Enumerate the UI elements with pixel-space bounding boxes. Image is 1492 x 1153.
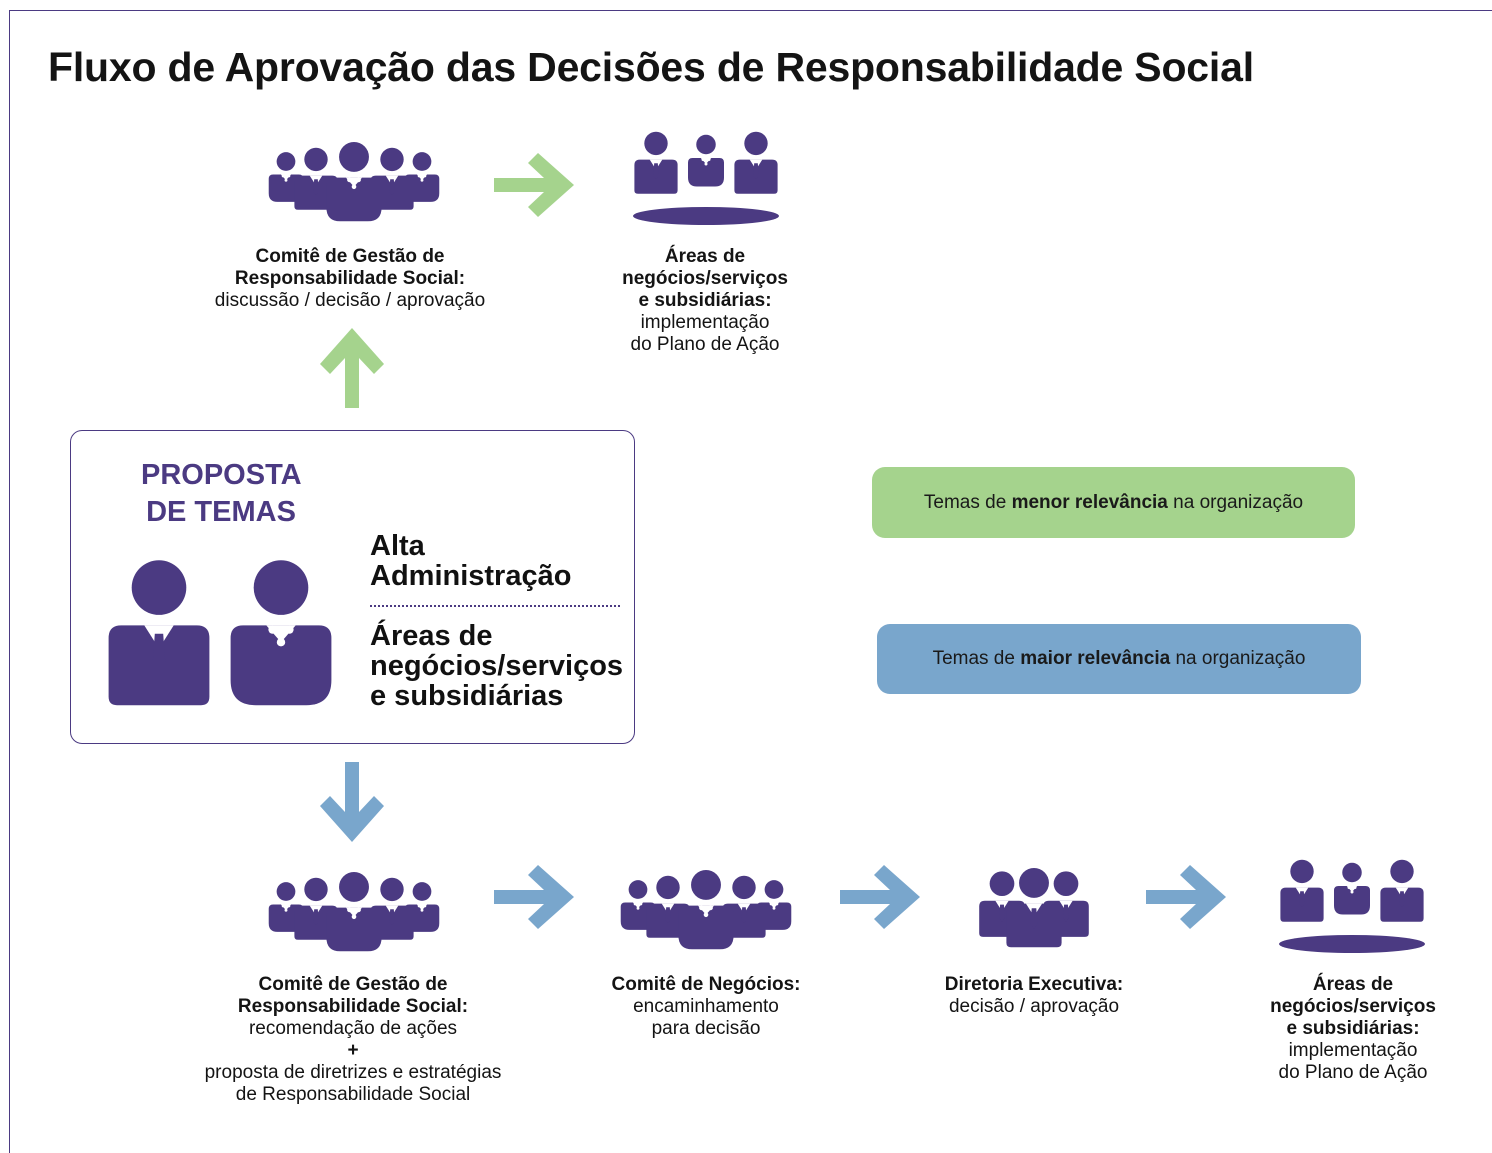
caption-line: implementação [640,312,770,333]
caption-bold-line: Diretoria Executiva: [944,974,1124,995]
legend-higher-relevance: Temas de maior relevância na organização [877,624,1361,694]
business-committee-caption: Comitê de Negócios: encaminhamento para … [590,974,822,1040]
group-of-three-people-icon [966,858,1106,958]
caption-bold-line: e subsidiárias: [638,290,772,311]
caption-bold-line: negócios/serviços [1270,996,1436,1017]
bottom-areas-caption: Áreas de negócios/serviços e subsidiária… [1248,974,1458,1084]
caption-line: do Plano de Ação [630,334,780,355]
arrow-up-green-icon [320,328,384,408]
caption-bold-line: Comitê de Gestão de [258,974,448,995]
plus-sign: + [347,1040,359,1061]
legend-lower-relevance: Temas de menor relevância na organização [872,467,1355,538]
caption-bold-line: negócios/serviços [622,268,788,289]
group-of-five-people-icon [618,858,798,958]
top-committee-caption: Comitê de Gestão de Responsabilidade Soc… [190,246,510,312]
diagram-frame [9,10,1492,1153]
proposal-title-line: DE TEMAS [146,496,296,528]
senior-management-label: Alta Administração [370,530,572,592]
dotted-divider [370,605,620,607]
proposal-title: PROPOSTA DE TEMAS [141,457,302,531]
group-of-five-people-icon [266,128,446,228]
caption-line: implementação [1288,1040,1418,1061]
arrow-right-green-icon [494,153,574,217]
arrow-right-blue-icon [1146,865,1226,929]
caption-bold-line: Comitê de Gestão de [255,246,445,267]
bottom-committee-caption: Comitê de Gestão de Responsabilidade Soc… [170,974,536,1106]
caption-line: de Responsabilidade Social [235,1084,471,1105]
proposal-title-line: PROPOSTA [141,459,302,491]
legend-text: na organização [1167,491,1304,513]
caption-line: proposta de diretrizes e estratégias [204,1062,502,1083]
caption-bold-line: Responsabilidade Social: [237,996,469,1017]
arrow-right-blue-icon [840,865,920,929]
legend-bold-text: maior relevância [1020,648,1171,669]
three-people-at-table-icon [626,118,786,228]
arrow-right-blue-icon [494,865,574,929]
group-of-five-people-icon [266,860,446,960]
arrow-down-blue-icon [320,762,384,842]
page-title: Fluxo de Aprovação das Decisões de Respo… [48,44,1254,90]
caption-bold-line: e subsidiárias: [1286,1018,1420,1039]
two-people-icon [108,560,332,706]
proposal-box: PROPOSTA DE TEMAS Alta Administração Áre… [70,430,635,744]
caption-line: do Plano de Ação [1278,1062,1428,1083]
three-people-at-table-icon [1272,846,1432,956]
caption-bold-line: Responsabilidade Social: [234,268,466,289]
legend-bold-text: menor relevância [1011,491,1168,513]
caption-line: encaminhamento [633,996,779,1017]
caption-line: discussão / decisão / aprovação [214,290,486,311]
caption-line: decisão / aprovação [948,996,1120,1017]
caption-bold-line: Comitê de Negócios: [611,974,801,995]
legend-text: Temas de [932,648,1021,669]
caption-bold-line: Áreas de [1312,974,1394,995]
caption-line: para decisão [651,1018,761,1039]
legend-text: Temas de [923,491,1012,513]
executive-board-caption: Diretoria Executiva: decisão / aprovação [924,974,1144,1018]
legend-text: na organização [1170,648,1306,669]
caption-line: recomendação de ações [248,1018,458,1039]
business-areas-label: Áreas de negócios/serviços e subsidiária… [370,620,624,712]
caption-bold-line: Áreas de [664,246,746,267]
top-areas-caption: Áreas de negócios/serviços e subsidiária… [600,246,810,356]
